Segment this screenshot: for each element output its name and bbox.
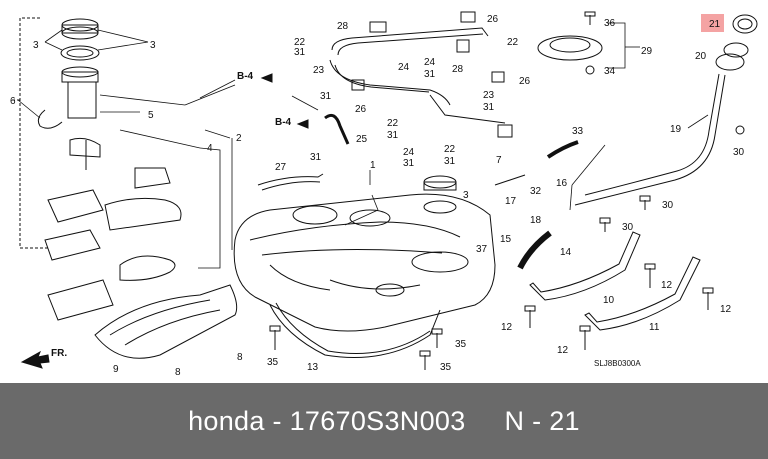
label-31h[interactable]: 31: [444, 156, 456, 167]
label-10[interactable]: 10: [603, 295, 615, 306]
label-28b[interactable]: 28: [452, 64, 464, 75]
fuel-cap: [732, 14, 758, 34]
parts-diagram: 21 20 19 30 36 29 34 3 3 6 5 4 2 B-4 B-4…: [10, 11, 758, 378]
label-36[interactable]: 36: [604, 18, 616, 29]
tank-band-11: [584, 256, 701, 331]
label-31b[interactable]: 31: [424, 69, 436, 80]
label-24c[interactable]: 24: [403, 147, 415, 158]
label-22b[interactable]: 22: [507, 37, 519, 48]
ref-b4-top[interactable]: B-4: [237, 71, 254, 82]
label-23b[interactable]: 23: [483, 90, 495, 101]
label-12b[interactable]: 12: [720, 304, 732, 315]
label-17[interactable]: 17: [505, 196, 517, 207]
label-19[interactable]: 19: [670, 124, 682, 135]
bolts: [269, 11, 745, 370]
label-26b[interactable]: 26: [519, 76, 531, 87]
ref-arrow-top: [260, 73, 273, 83]
label-21[interactable]: 21: [709, 19, 721, 30]
vent-hoses: [257, 113, 579, 270]
label-22d[interactable]: 22: [444, 144, 456, 155]
ref-arrow-mid: [296, 119, 309, 129]
label-30b[interactable]: 30: [662, 200, 674, 211]
label-15[interactable]: 15: [500, 234, 512, 245]
label-20[interactable]: 20: [695, 51, 707, 62]
label-35a[interactable]: 35: [455, 339, 467, 350]
label-31d[interactable]: 31: [320, 91, 332, 102]
label-31c[interactable]: 31: [483, 102, 495, 113]
label-1[interactable]: 1: [370, 160, 376, 171]
part-number-caption: honda - 17670S3N003 N - 21: [188, 405, 580, 436]
label-24b[interactable]: 24: [424, 57, 436, 68]
callout-labels: 21 20 19 30 36 29 34 3 3 6 5 4 2 B-4 B-4…: [10, 14, 745, 378]
label-30c[interactable]: 30: [733, 147, 745, 158]
label-16[interactable]: 16: [556, 178, 568, 189]
label-3b[interactable]: 3: [150, 40, 156, 51]
label-30a[interactable]: 30: [622, 222, 634, 233]
filler-cap-ring: [723, 42, 749, 58]
label-14[interactable]: 14: [560, 247, 572, 258]
label-8b[interactable]: 8: [175, 367, 181, 378]
label-7[interactable]: 7: [496, 155, 502, 166]
footer-bar: honda - 17670S3N003 N - 21: [0, 383, 768, 459]
diagram-code: SLJ8B0300A: [594, 359, 641, 368]
fuel-pump-module: [37, 18, 182, 321]
label-6[interactable]: 6: [10, 96, 16, 107]
label-12d[interactable]: 12: [557, 345, 569, 356]
label-4[interactable]: 4: [207, 143, 213, 154]
label-22c[interactable]: 22: [387, 118, 399, 129]
label-35b[interactable]: 35: [440, 362, 452, 373]
label-9[interactable]: 9: [113, 364, 119, 375]
label-12c[interactable]: 12: [501, 322, 513, 333]
label-37[interactable]: 37: [476, 244, 488, 255]
tank-band-10: [529, 231, 641, 301]
label-3c[interactable]: 3: [463, 190, 469, 201]
leader-lines-left: [17, 29, 236, 269]
label-11[interactable]: 11: [649, 322, 660, 333]
label-31g[interactable]: 31: [403, 158, 415, 169]
label-8a[interactable]: 8: [237, 352, 243, 363]
canister-plate: [537, 35, 603, 61]
tank-strap-13: [269, 302, 441, 358]
label-13[interactable]: 13: [307, 362, 319, 373]
tank-undercover: [94, 284, 238, 359]
leader-lines-right: [199, 22, 709, 226]
ref-b4-mid[interactable]: B-4: [275, 117, 292, 128]
label-25[interactable]: 25: [356, 134, 368, 145]
label-34[interactable]: 34: [604, 66, 616, 77]
label-12a[interactable]: 12: [661, 280, 673, 291]
label-2[interactable]: 2: [236, 133, 242, 144]
label-3a[interactable]: 3: [33, 40, 39, 51]
label-31f[interactable]: 31: [387, 130, 399, 141]
lock-ring-on-tank: [423, 175, 457, 214]
front-arrow-icon: [20, 350, 50, 369]
label-5[interactable]: 5: [148, 110, 154, 121]
label-31e[interactable]: 31: [310, 152, 322, 163]
label-28a[interactable]: 28: [337, 21, 349, 32]
label-26a[interactable]: 26: [487, 14, 499, 25]
label-35c[interactable]: 35: [267, 357, 279, 368]
label-33[interactable]: 33: [572, 126, 584, 137]
label-31a[interactable]: 31: [294, 47, 306, 58]
label-32[interactable]: 32: [530, 186, 542, 197]
label-29[interactable]: 29: [641, 46, 653, 57]
label-23a[interactable]: 23: [313, 65, 325, 76]
label-22a[interactable]: 22: [294, 37, 306, 48]
pump-group-box: [12, 17, 48, 249]
label-27[interactable]: 27: [275, 162, 287, 173]
highlight-part-21: [701, 14, 724, 32]
fuel-tank: [233, 193, 496, 332]
label-24a[interactable]: 24: [398, 62, 410, 73]
front-label: FR.: [51, 348, 67, 359]
fuel-lines: [329, 11, 513, 138]
label-18[interactable]: 18: [530, 215, 542, 226]
label-26c[interactable]: 26: [355, 104, 367, 115]
filler-pipe: [574, 53, 745, 206]
